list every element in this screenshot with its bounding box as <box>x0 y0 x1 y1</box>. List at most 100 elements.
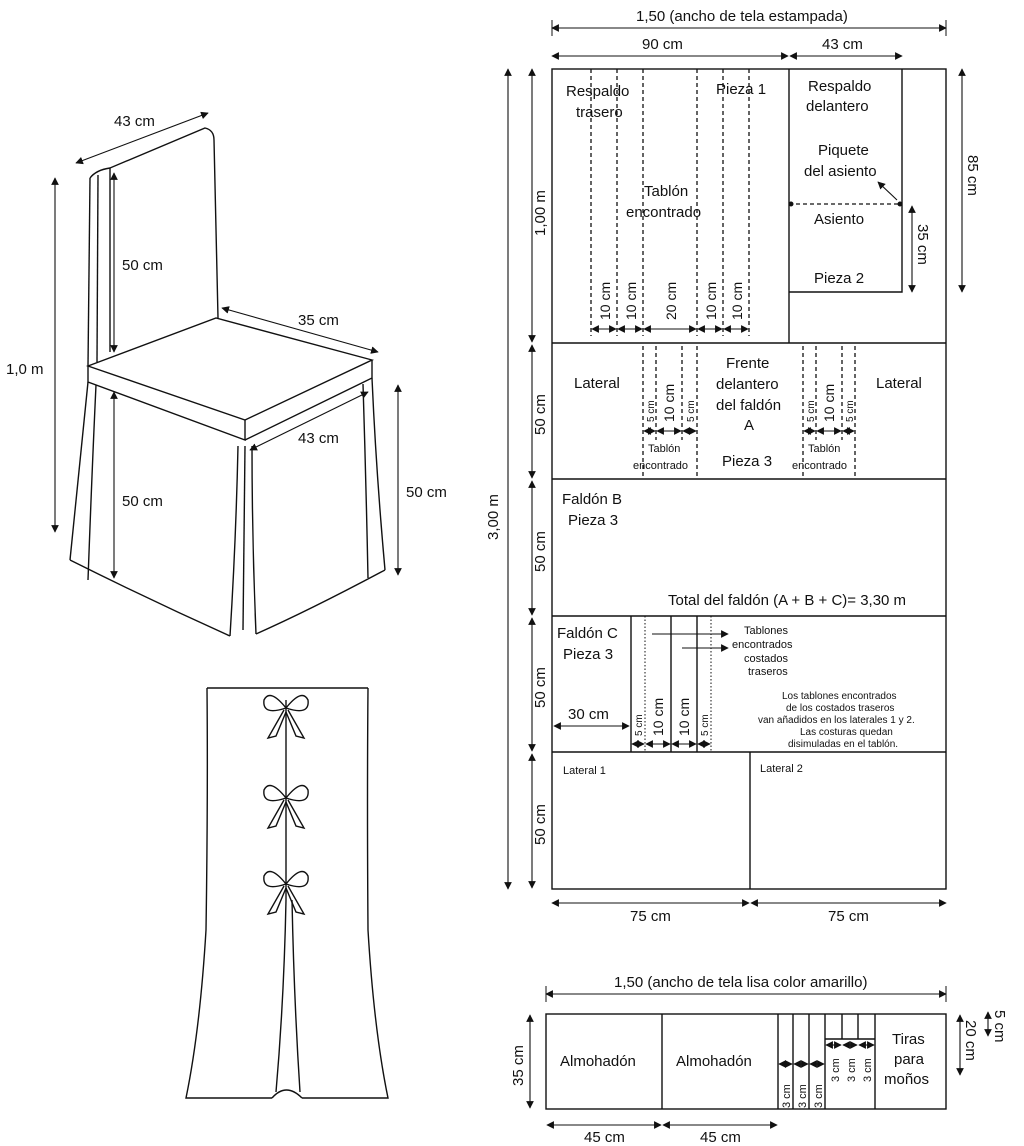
width-43: 43 cm <box>822 36 863 53</box>
printed-fabric-title: 1,50 (ancho de tela estampada) <box>636 8 848 25</box>
tablon-right-1: Tablón <box>808 443 840 455</box>
plain-fabric-title: 1,50 (ancho de tela lisa color amarillo) <box>614 974 867 991</box>
row4-pleat-small-a: 5 cm <box>634 714 645 736</box>
tablon-right-2: encontrado <box>792 460 847 472</box>
lateral-left: Lateral <box>574 375 620 392</box>
chair-seat-width: 43 cm <box>298 430 339 447</box>
width-90: 90 cm <box>642 36 683 53</box>
chair-seat-depth: 35 cm <box>298 312 339 329</box>
note-5: disimuladas en el tablón. <box>788 739 898 750</box>
tablon-left-2: encontrado <box>633 460 688 472</box>
strip-4: 3 cm <box>830 1058 842 1082</box>
pieza-2: Pieza 2 <box>814 270 864 287</box>
lateral-2: Lateral 2 <box>760 763 803 775</box>
chair-width-top: 43 cm <box>114 113 155 130</box>
respaldo-delantero-1: Respaldo <box>808 78 871 95</box>
plain-height: 35 cm <box>510 1045 527 1086</box>
lateral-right: Lateral <box>876 375 922 392</box>
pieza-3-row2: Pieza 3 <box>722 453 772 470</box>
strip-5: 3 cm <box>846 1058 858 1082</box>
pleat-small-d: 5 cm <box>845 400 856 422</box>
pleat-w-5: 10 cm <box>729 282 745 320</box>
lateral-1: Lateral 1 <box>563 765 606 777</box>
right-5: 5 cm <box>991 1010 1008 1043</box>
row4-pleat-mid-a: 10 cm <box>650 698 666 736</box>
faldon-b-pieza: Pieza 3 <box>568 512 618 529</box>
strip-2: 3 cm <box>797 1084 809 1108</box>
strip-1: 3 cm <box>781 1084 793 1108</box>
chair-total-height: 1,0 m <box>6 361 44 378</box>
printed-fabric-layout: 1,50 (ancho de tela estampada) 90 cm 43 … <box>485 8 981 925</box>
plain-width-2: 45 cm <box>700 1129 741 1146</box>
tablones-4: traseros <box>748 666 788 678</box>
bottom-width-2: 75 cm <box>828 908 869 925</box>
pleat-mid-b: 10 cm <box>821 384 837 422</box>
faldon-b: Faldón B <box>562 491 622 508</box>
bow-icon <box>263 694 309 740</box>
frente-4: A <box>744 417 754 434</box>
bow-icon <box>263 784 309 830</box>
tablones-1: Tablones <box>744 625 789 637</box>
pleat-w-1: 10 cm <box>597 282 613 320</box>
strip-6: 3 cm <box>862 1058 874 1082</box>
respaldo-trasero-2: trasero <box>576 104 623 121</box>
chair-skirt-outer: 50 cm <box>406 484 447 501</box>
strip-3: 3 cm <box>813 1084 825 1108</box>
tiras-1: Tiras <box>892 1031 925 1048</box>
row4-pleat-small-b: 5 cm <box>700 714 711 736</box>
plain-fabric-outline <box>545 1013 947 1110</box>
asiento-height: 35 cm <box>914 224 931 265</box>
encontrado-1: encontrado <box>626 204 701 221</box>
row-height-4: 50 cm <box>532 667 549 708</box>
plain-fabric-layout: 1,50 (ancho de tela lisa color amarillo)… <box>510 974 1008 1146</box>
almohadon-1: Almohadón <box>560 1053 636 1070</box>
tiras-3: moños <box>884 1071 929 1088</box>
frente-3: del faldón <box>716 397 781 414</box>
pleat-mid-a: 10 cm <box>661 384 677 422</box>
note-2: de los costados traseros <box>786 703 894 714</box>
row-height-5: 50 cm <box>532 804 549 845</box>
tablones-2: encontrados <box>732 639 793 651</box>
respaldo-delantero-2: delantero <box>806 98 869 115</box>
bow-icon <box>263 870 309 916</box>
pleat-w-4: 10 cm <box>703 282 719 320</box>
right-height: 85 cm <box>964 155 981 196</box>
faldon-c: Faldón C <box>557 625 618 642</box>
total-length: 3,00 m <box>485 494 502 540</box>
chair-back-height: 50 cm <box>122 257 163 274</box>
note-4: Las costuras quedan <box>800 727 893 738</box>
pleat-small-c: 5 cm <box>806 400 817 422</box>
tiras-2: para <box>894 1051 925 1068</box>
tablon-left-1: Tablón <box>648 443 680 455</box>
tablon-1: Tablón <box>644 183 688 200</box>
pieza-1: Pieza 1 <box>716 81 766 98</box>
plain-width-1: 45 cm <box>584 1129 625 1146</box>
pleat-small-b: 5 cm <box>686 400 697 422</box>
chair-skirt-inner: 50 cm <box>122 493 163 510</box>
note-3: van añadidos en los laterales 1 y 2. <box>758 715 915 726</box>
pleat-small-a: 5 cm <box>646 400 657 422</box>
bottom-width-1: 75 cm <box>630 908 671 925</box>
almohadon-2: Almohadón <box>676 1053 752 1070</box>
total-faldon: Total del faldón (A + B + C)= 3,30 m <box>668 592 906 609</box>
frente-2: delantero <box>716 376 779 393</box>
width-30: 30 cm <box>568 706 609 723</box>
chair-illustration: 43 cm 50 cm 1,0 m 35 cm 43 cm 50 cm 50 c… <box>6 111 447 637</box>
row-height-2: 50 cm <box>532 394 549 435</box>
frente-1: Frente <box>726 355 769 372</box>
chair-back-view <box>185 687 389 1099</box>
tablones-3: costados <box>744 653 789 665</box>
row4-pleat-mid-b: 10 cm <box>676 698 692 736</box>
respaldo-trasero-1: Respaldo <box>566 83 629 100</box>
pleat-w-2: 10 cm <box>623 282 639 320</box>
pleat-w-3: 20 cm <box>663 282 679 320</box>
row-height-1: 1,00 m <box>532 190 549 236</box>
asiento-label: Asiento <box>814 211 864 228</box>
piquete-1: Piquete <box>818 142 869 159</box>
faldon-c-pieza: Pieza 3 <box>563 646 613 663</box>
note-1: Los tablones encontrados <box>782 691 897 702</box>
row-height-3: 50 cm <box>532 531 549 572</box>
piquete-2: del asiento <box>804 163 877 180</box>
